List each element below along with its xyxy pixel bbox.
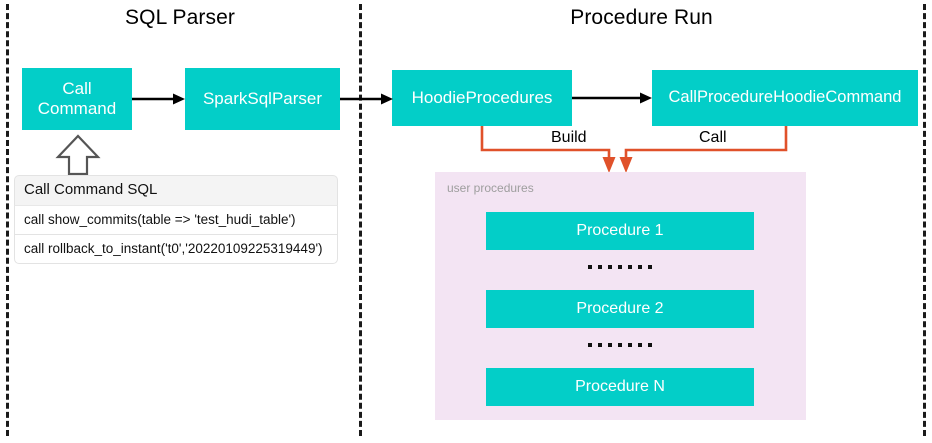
procedure-ellipsis <box>486 335 754 355</box>
arrow-call-command-to-spark-parser <box>132 93 185 105</box>
arrow-spark-parser-to-hoodie-procedures <box>340 93 393 105</box>
node-call-command[interactable]: Call Command <box>22 68 132 130</box>
sql-table-row: call show_commits(table => 'test_hudi_ta… <box>14 206 338 235</box>
connector-label-call: Call <box>693 129 733 147</box>
sql-table-header: Call Command SQL <box>14 175 338 206</box>
node-spark-sql-parser[interactable]: SparkSqlParser <box>185 68 340 130</box>
procedure-item[interactable]: Procedure 2 <box>486 290 754 328</box>
user-procedures-panel: user procedures Procedure 1 Procedure 2 … <box>435 172 806 420</box>
connector-label-build: Build <box>545 129 593 147</box>
procedure-item[interactable]: Procedure 1 <box>486 212 754 250</box>
procedure-ellipsis <box>486 257 754 277</box>
swimlane-divider-right <box>923 4 926 436</box>
node-hoodie-procedures[interactable]: HoodieProcedures <box>392 70 572 126</box>
node-call-procedure-hoodie-command[interactable]: CallProcedureHoodieCommand <box>652 70 918 126</box>
section-title-sql-parser: SQL Parser <box>125 6 235 29</box>
arrow-hoodie-procedures-to-call-procedure-command <box>572 92 652 104</box>
swimlane-divider-left <box>6 4 9 436</box>
call-command-sql-table: Call Command SQL call show_commits(table… <box>14 175 338 264</box>
user-procedures-label: user procedures <box>447 181 534 195</box>
sql-table-row: call rollback_to_instant('t0','202201092… <box>14 235 338 264</box>
section-title-procedure-run: Procedure Run <box>570 6 713 29</box>
procedure-item[interactable]: Procedure N <box>486 368 754 406</box>
swimlane-divider-middle <box>359 4 362 436</box>
hollow-up-arrow-icon <box>55 134 101 176</box>
